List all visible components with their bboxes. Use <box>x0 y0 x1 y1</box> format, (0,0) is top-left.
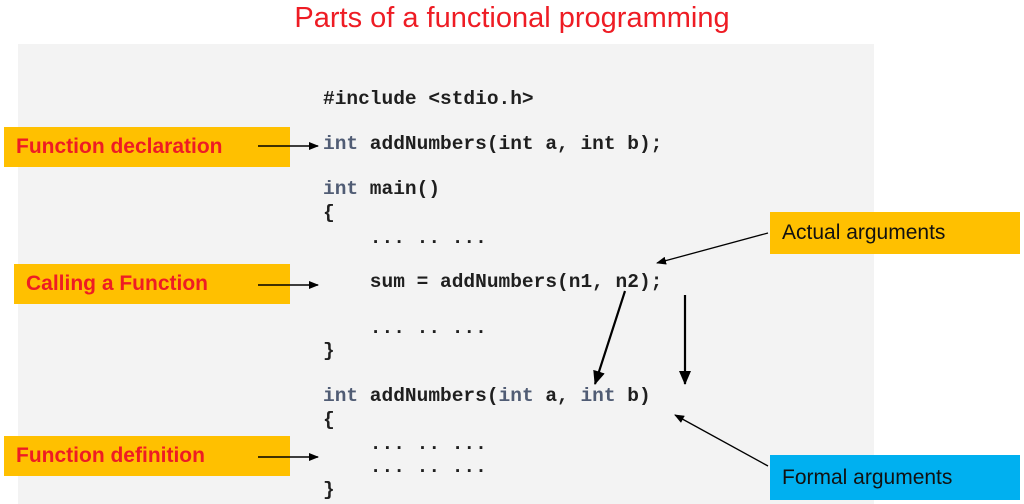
diagram-title: Parts of a functional programming <box>294 2 730 34</box>
declaration-signature: addNumbers(int a, int b); <box>358 133 663 155</box>
arrow-formal-arguments <box>674 414 769 467</box>
label-function-declaration: Function declaration <box>4 127 290 167</box>
code-open-brace: { <box>323 202 335 224</box>
code-ellipsis-line: ... .. ... <box>323 456 487 478</box>
keyword-int: int <box>323 133 359 155</box>
code-declaration-line: int addNumbers(int a, int b); <box>323 132 662 156</box>
label-function-definition: Function definition <box>4 436 290 476</box>
label-actual-arguments: Actual arguments <box>770 212 1020 254</box>
label-calling-function: Calling a Function <box>14 264 290 304</box>
arrow-actual-arguments <box>656 232 769 265</box>
code-close-brace: } <box>323 340 335 362</box>
arrow-n1-to-a <box>593 290 627 385</box>
keyword-int: int <box>323 178 359 200</box>
definition-param-a: a, <box>533 385 581 407</box>
keyword-int: int <box>323 385 359 407</box>
code-definition-line: int addNumbers(int a, int b) <box>323 384 651 408</box>
code-ellipsis-line: ... .. ... <box>323 227 487 249</box>
keyword-int: int <box>580 385 616 407</box>
label-formal-arguments: Formal arguments <box>770 455 1020 500</box>
main-signature: main() <box>358 178 441 200</box>
code-main-line: int main() <box>323 177 440 201</box>
code-call-line: sum = addNumbers(n1, n2); <box>323 271 663 293</box>
code-ellipsis-line: ... .. ... <box>323 317 487 339</box>
definition-param-b: b) <box>615 385 651 407</box>
code-include-line: #include <stdio.h> <box>323 88 534 110</box>
keyword-int: int <box>498 385 534 407</box>
code-open-brace: { <box>323 409 335 431</box>
code-ellipsis-line: ... .. ... <box>323 433 487 455</box>
code-close-brace: } <box>323 479 335 501</box>
definition-name: addNumbers( <box>358 385 499 407</box>
